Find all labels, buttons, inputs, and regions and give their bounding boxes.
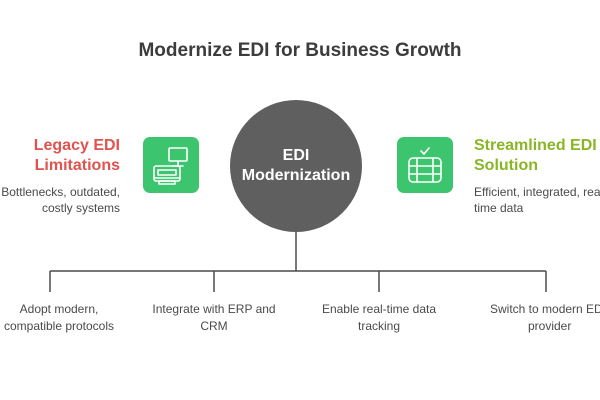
step-3-line1: Enable real-time data bbox=[321, 302, 437, 316]
diagram-title: Modernize EDI for Business Growth bbox=[138, 40, 462, 61]
legacy-title-line1: Legacy EDI bbox=[33, 137, 120, 154]
server-database-check-icon bbox=[397, 137, 453, 193]
legacy-desc-line2: costly systems bbox=[41, 201, 120, 215]
legacy-title-line2: Limitations bbox=[34, 157, 120, 174]
center-label-line1: EDI bbox=[282, 147, 310, 164]
legacy-title: Legacy EDI Limitations bbox=[34, 136, 120, 176]
step-4-line2: provider bbox=[528, 319, 572, 333]
step-4-line1: Switch to modern EDI bbox=[490, 302, 600, 316]
step-1-line1: Adopt modern, bbox=[19, 302, 99, 316]
solution-desc-line2: time data bbox=[474, 201, 524, 215]
legacy-description: Bottlenecks, outdated, costly systems bbox=[1, 184, 120, 216]
step-3-line2: tracking bbox=[357, 319, 401, 333]
step-2-line2: CRM bbox=[200, 319, 228, 333]
step-real-time-tracking: Enable real-time data tracking bbox=[314, 301, 444, 335]
step-integrate-erp-crm: Integrate with ERP and CRM bbox=[149, 301, 279, 335]
center-label-line2: Modernization bbox=[241, 167, 351, 184]
solution-title-line1: Streamlined EDI bbox=[474, 137, 597, 154]
computer-cash-register-icon bbox=[143, 137, 199, 193]
solution-desc-line1: Efficient, integrated, real- bbox=[474, 185, 600, 199]
step-1-line2: compatible protocols bbox=[3, 319, 115, 333]
step-2-line1: Integrate with ERP and bbox=[152, 302, 276, 316]
legacy-desc-line1: Bottlenecks, outdated, bbox=[1, 185, 120, 199]
center-circle: EDI Modernization bbox=[230, 100, 362, 232]
solution-description: Efficient, integrated, real- time data bbox=[474, 184, 600, 216]
solution-title: Streamlined EDI Solution bbox=[474, 136, 597, 176]
step-switch-provider: Switch to modern EDI provider bbox=[480, 301, 600, 335]
solution-title-line2: Solution bbox=[474, 157, 538, 174]
step-adopt-protocols: Adopt modern, compatible protocols bbox=[0, 301, 124, 335]
